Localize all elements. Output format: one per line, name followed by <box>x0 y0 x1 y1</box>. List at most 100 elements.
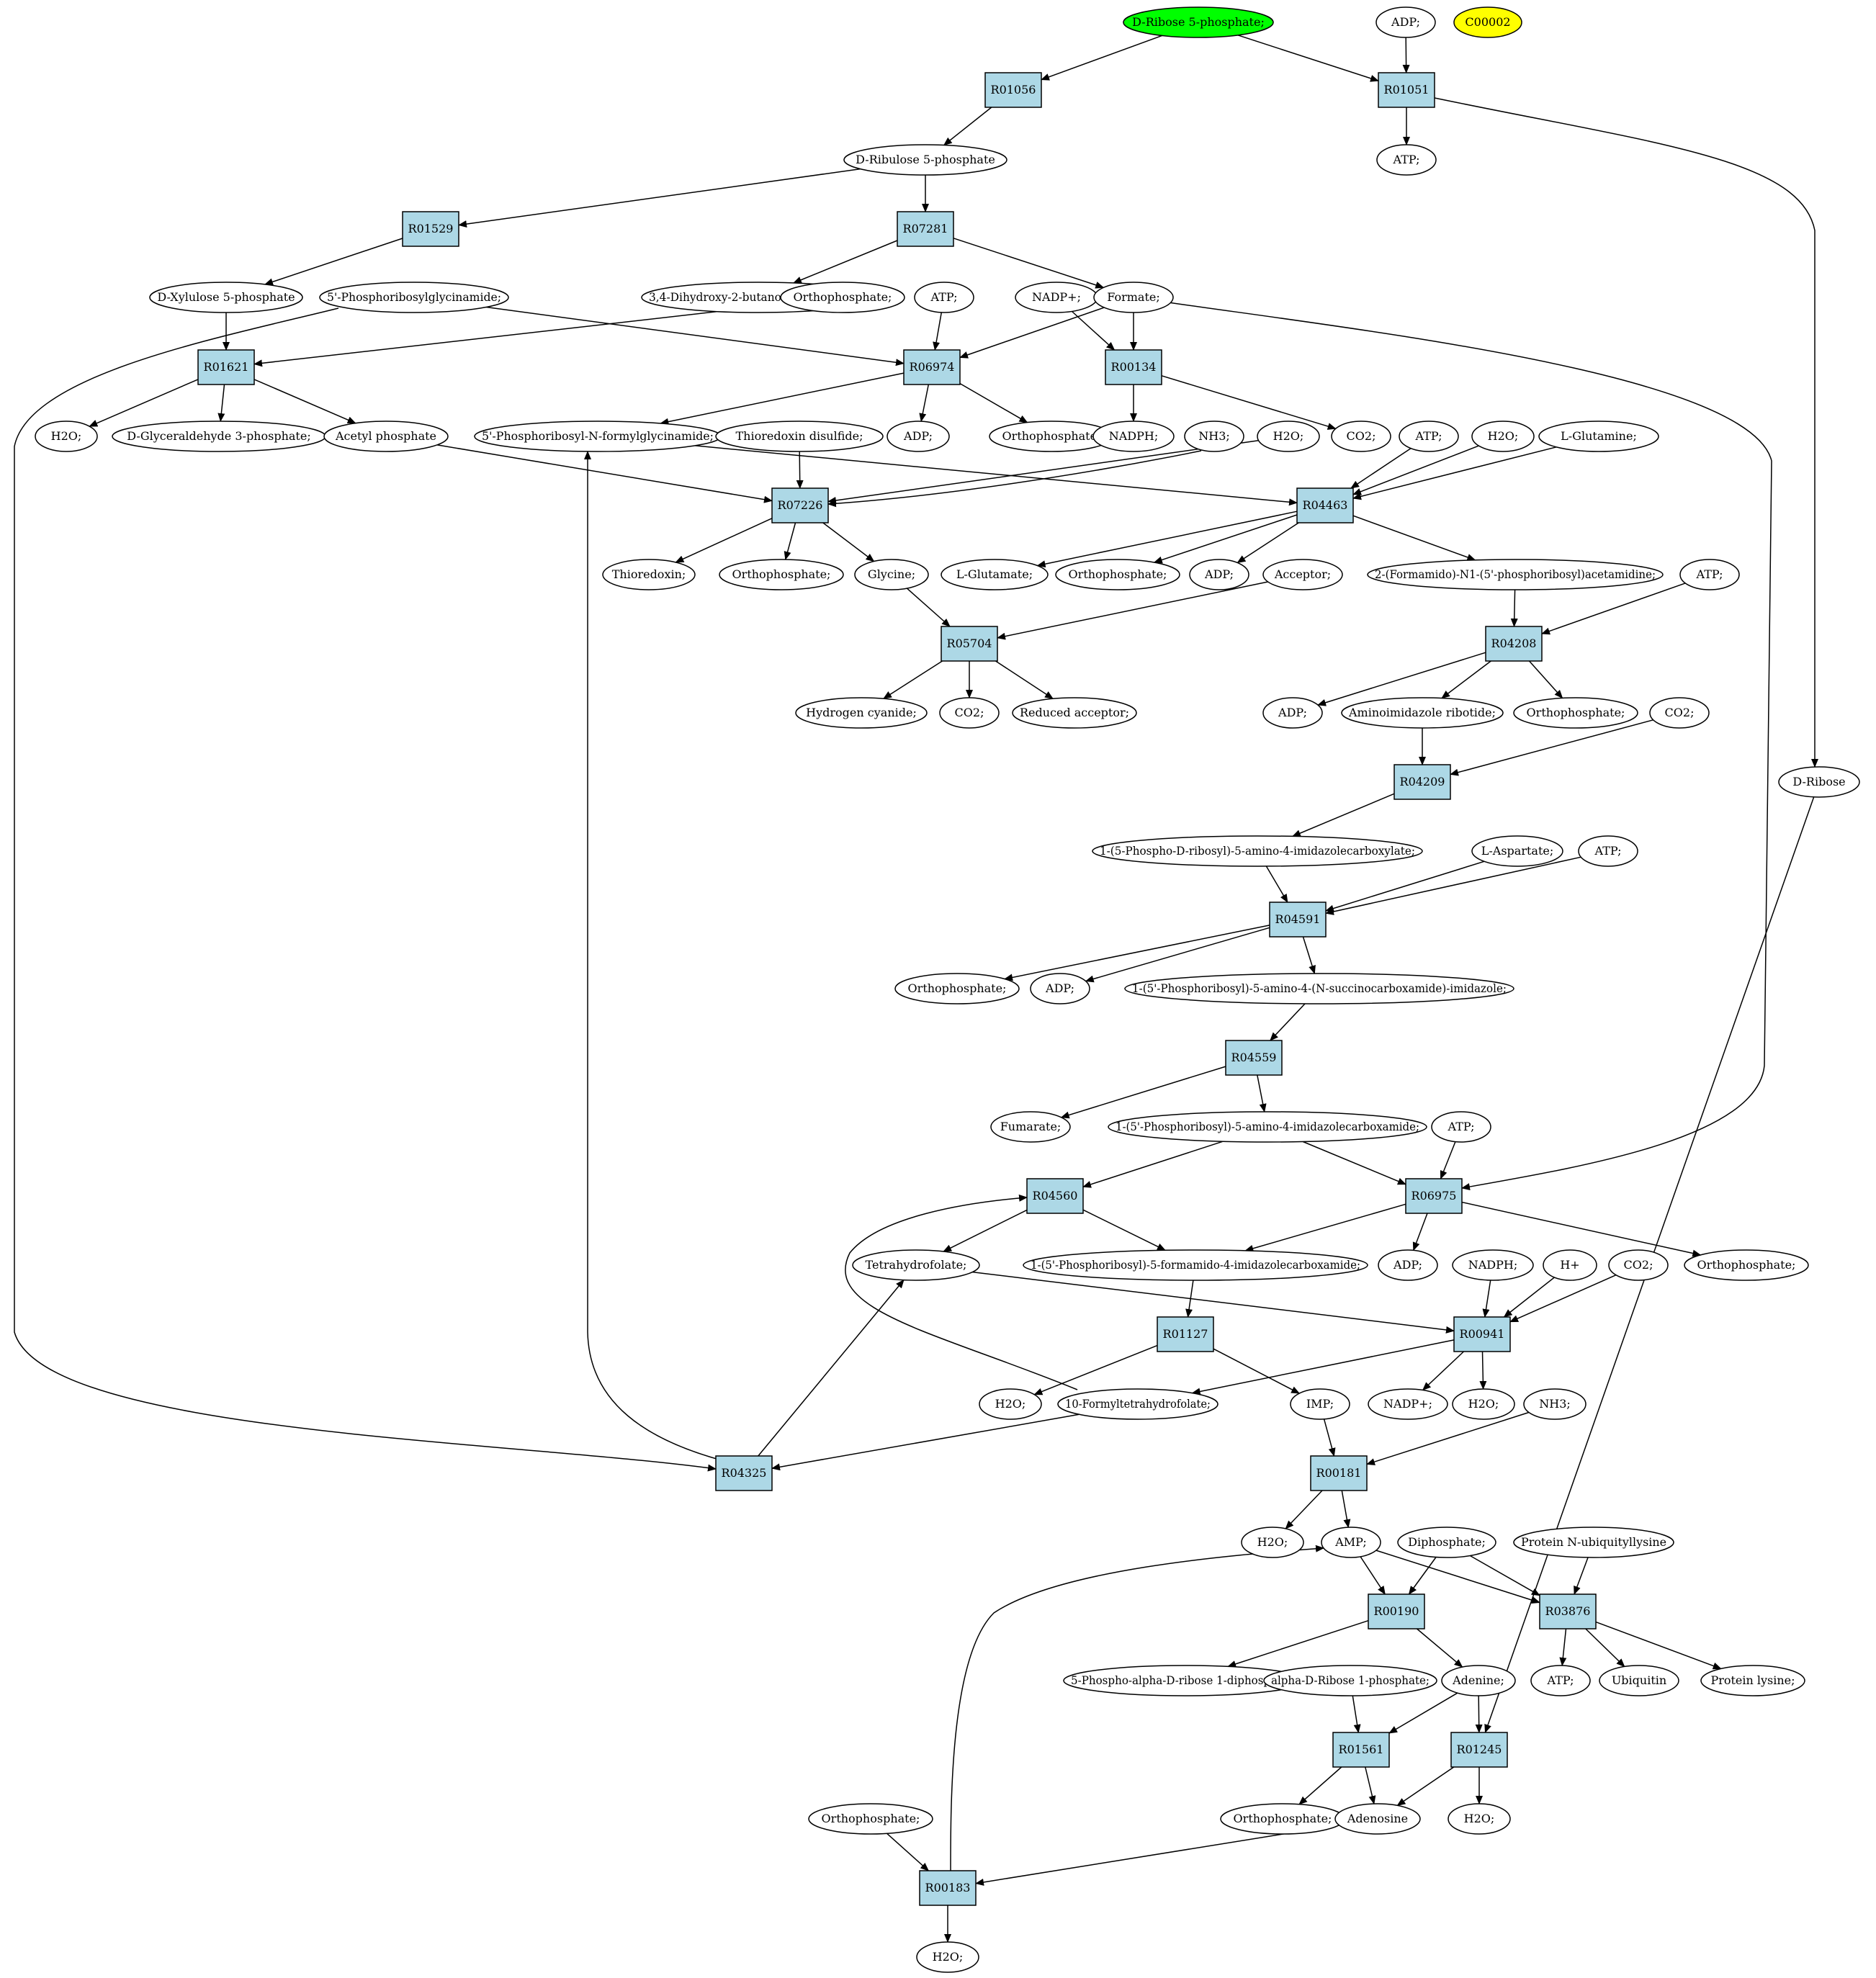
compound-label: ATP; <box>1415 429 1442 443</box>
reaction-box <box>197 349 255 385</box>
compound-label: Reduced acceptor; <box>1020 706 1129 719</box>
reaction-box <box>1378 72 1435 108</box>
compound-node: D-Ribose <box>1778 766 1860 798</box>
compound-label: Hydrogen cyanide; <box>806 706 917 719</box>
compound-label: ATP; <box>930 290 958 304</box>
reaction-node: R00941 <box>1453 1316 1511 1352</box>
reaction-box <box>1393 764 1451 800</box>
compound-label: D-Ribose 5-phosphate; <box>1132 15 1265 29</box>
reaction-node: R06974 <box>903 349 961 385</box>
compound-node: alpha-D-Ribose 1-phosphate; <box>1263 1665 1437 1696</box>
compound-ellipse <box>916 1941 979 1973</box>
compound-label: H2O; <box>1464 1812 1495 1825</box>
compound-label: ATP; <box>1393 153 1420 166</box>
compound-label: NH3; <box>1539 1397 1571 1411</box>
reaction-node: R05704 <box>941 626 998 662</box>
compound-ellipse <box>941 559 1049 590</box>
compound-ellipse <box>1241 1527 1304 1558</box>
compound-node: 1-(5'-Phosphoribosyl)-5-formamido-4-imid… <box>1023 1249 1368 1281</box>
compound-label: H2O; <box>51 429 82 443</box>
compound-label: L-Aspartate; <box>1481 844 1553 858</box>
edge-r10-to-n36 <box>883 660 943 699</box>
compound-ellipse <box>1375 6 1436 38</box>
edge-r6-to-n18 <box>919 384 930 423</box>
compound-node: D-Xylulose 5-phosphate <box>149 282 303 313</box>
reaction-label: R00183 <box>925 1881 971 1894</box>
compound-node: Orthophosphate; <box>1684 1249 1809 1281</box>
compound-node: 5'-Phosphoribosylglycinamide; <box>319 282 509 313</box>
compound-ellipse <box>1057 1388 1218 1420</box>
compound-node: L-Glutamine; <box>1538 421 1659 452</box>
compound-label: Adenosine <box>1347 1812 1408 1825</box>
compound-ellipse <box>1376 144 1437 176</box>
compound-ellipse <box>1124 973 1514 1004</box>
compound-node: 5-Phospho-alpha-D-ribose 1-diphosphate; <box>1063 1665 1306 1696</box>
edge-n26-to-r9 <box>1352 446 1557 500</box>
edge-r18-to-n63 <box>1422 1351 1465 1391</box>
edge-n51-to-r15 <box>1082 1141 1224 1188</box>
compound-label: Fumarate; <box>1000 1120 1062 1133</box>
edge-n11-to-r7 <box>1071 310 1116 351</box>
compound-ellipse <box>1092 421 1175 452</box>
edge-n72-to-r23 <box>1388 1692 1458 1734</box>
edge-n67-to-r21 <box>1360 1556 1386 1595</box>
reaction-label: R04591 <box>1275 912 1321 926</box>
compound-ellipse <box>1123 6 1274 38</box>
compound-label: ATP; <box>1594 844 1622 858</box>
compound-ellipse <box>1262 559 1343 590</box>
compound-label: 1-(5-Phospho-D-ribosyl)-5-amino-4-imidaz… <box>1100 844 1415 858</box>
compound-ellipse <box>1334 1803 1421 1835</box>
compound-node: CO2; <box>1331 421 1391 452</box>
compound-ellipse <box>1471 421 1535 452</box>
compound-label: Aminoimidazole ribotide; <box>1348 706 1496 719</box>
compound-ellipse <box>1453 6 1522 38</box>
reaction-label: R01051 <box>1384 83 1430 96</box>
compound-node: Orthophosphate; <box>719 559 844 590</box>
compound-node: NH3; <box>1184 421 1244 452</box>
edge-r24-to-n78 <box>1396 1766 1455 1807</box>
compound-node: ATP; <box>1399 421 1459 452</box>
edge-n12-to-r6 <box>959 307 1105 359</box>
edge-r25-to-n67 <box>950 1545 1324 1871</box>
reaction-node: R01621 <box>197 349 255 385</box>
compound-ellipse <box>1700 1665 1805 1696</box>
compound-label: Orthophosphate; <box>822 1812 920 1825</box>
compound-label: H2O; <box>933 1950 964 1964</box>
compound-ellipse <box>914 282 974 313</box>
compound-node: Aminoimidazole ribotide; <box>1341 697 1504 729</box>
compound-node: ATP; <box>1431 1111 1491 1143</box>
edge-r6-to-n19 <box>959 382 1028 423</box>
edge-r9-to-n31 <box>1153 514 1298 564</box>
compound-node: NADP+; <box>1368 1388 1448 1420</box>
edge-r17-to-n62 <box>1213 1348 1301 1394</box>
compound-label: Formate; <box>1107 290 1160 304</box>
compound-ellipse <box>1452 1388 1515 1420</box>
reaction-label: R03876 <box>1545 1604 1591 1618</box>
reaction-node: R01245 <box>1450 1732 1508 1768</box>
edge-n7-to-r6 <box>486 306 905 367</box>
compound-label: 2-(Formamido)-N1-(5'-phosphoribosyl)acet… <box>1375 567 1656 581</box>
reaction-box <box>1225 1040 1283 1076</box>
reaction-box <box>941 626 998 662</box>
edge-r2-to-n43 <box>1434 97 1818 768</box>
edge-n51-to-r16 <box>1303 1141 1406 1185</box>
edge-r9-to-n32 <box>1237 522 1299 564</box>
compound-label: 10-Formyltetrahydrofolate; <box>1065 1397 1211 1411</box>
reaction-node: R04560 <box>1026 1178 1084 1214</box>
edge-n10-to-r6 <box>933 312 943 351</box>
compound-node: Adenosine <box>1334 1803 1421 1835</box>
compound-label: Orthophosphate; <box>908 981 1007 995</box>
edge-r20-to-n66 <box>1285 1490 1323 1529</box>
compound-node: Fumarate; <box>990 1111 1071 1143</box>
compound-label: ADP; <box>1393 1258 1422 1272</box>
reaction-box <box>771 487 829 523</box>
compound-node: Hydrogen cyanide; <box>795 697 928 729</box>
compound-label: ADP; <box>1278 706 1307 719</box>
compound-ellipse <box>1523 1388 1586 1420</box>
edge-r18-to-n61 <box>1191 1339 1455 1395</box>
reaction-label: R00190 <box>1374 1604 1419 1618</box>
reaction-box <box>1405 1178 1463 1214</box>
compound-ellipse <box>1471 835 1563 867</box>
compound-ellipse <box>843 144 1007 176</box>
edge-r19-to-n16 <box>584 451 722 1461</box>
